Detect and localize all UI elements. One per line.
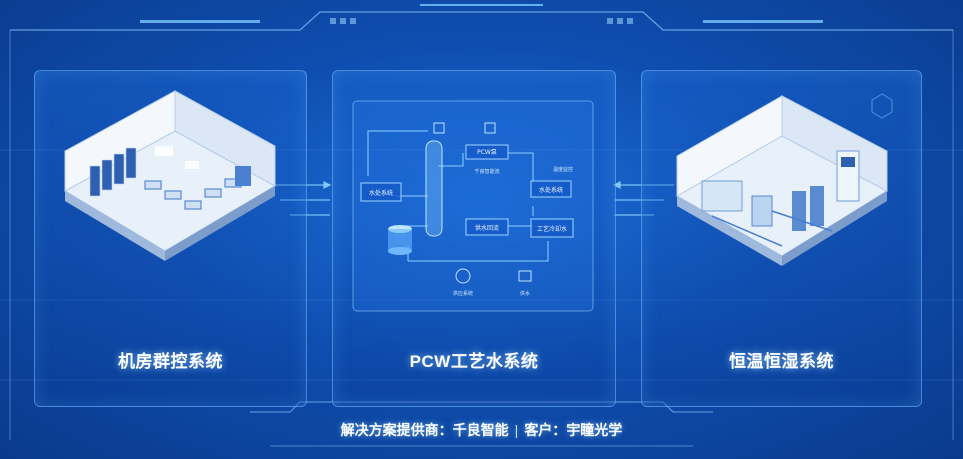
panel-machine-room-control: 机房群控系统 xyxy=(34,70,307,407)
svg-text:水处系统: 水处系统 xyxy=(539,186,563,194)
panel-constant-temp-humidity: 恒温恒湿系统 xyxy=(641,70,922,407)
footer-separator: | xyxy=(514,422,519,438)
panel-pcw-water-system: PCW泵 千良智能流 水处系统 供水回流 水处系统 工艺冷却水 xyxy=(332,70,616,407)
svg-text:供水: 供水 xyxy=(520,290,530,297)
svg-text:供应系统: 供应系统 xyxy=(453,290,473,297)
diagram-node-supply-system: 供应系统 xyxy=(453,268,473,297)
diagram-node-process-cooling: 工艺冷却水 xyxy=(530,218,574,238)
svg-text:水处系统: 水处系统 xyxy=(369,189,393,197)
svg-text:温度监控: 温度监控 xyxy=(553,166,573,173)
svg-text:供水回流: 供水回流 xyxy=(475,224,499,232)
diagram-node-temp-monitor: 温度监控 xyxy=(433,122,573,173)
svg-text:千良智能流: 千良智能流 xyxy=(474,168,499,175)
footer-credits: 解决方案提供商：千良智能 | 客户：宇瞳光学 xyxy=(0,420,963,440)
machine-room-illustration xyxy=(63,90,277,261)
panel-title-center: PCW工艺水系统 xyxy=(409,352,539,371)
svg-text:工艺冷却水: 工艺冷却水 xyxy=(537,225,567,233)
diagram-node-flow: 千良智能流 xyxy=(474,168,499,175)
panel-title-right: 恒温恒湿系统 xyxy=(729,352,834,371)
provider-name: 千良智能 xyxy=(452,422,509,438)
diagram-node-supply-return: 供水回流 xyxy=(465,218,509,236)
diagram-node-water-treatment: 水处系统 xyxy=(360,182,402,202)
svg-text:PCW泵: PCW泵 xyxy=(477,149,497,156)
provider-label: 解决方案提供商： xyxy=(340,422,453,438)
diagram-node-supply: 供水 xyxy=(518,270,532,297)
panel-title-left: 机房群控系统 xyxy=(118,352,223,371)
client-label: 客户： xyxy=(524,422,567,438)
diagram-node-water-system: 水处系统 xyxy=(530,180,572,198)
hvac-room-illustration xyxy=(675,95,889,266)
pcw-flow-diagram: PCW泵 千良智能流 水处系统 供水回流 水处系统 工艺冷却水 xyxy=(352,100,594,312)
diagram-node-pcw-pump: PCW泵 xyxy=(465,144,509,160)
client-name: 宇瞳光学 xyxy=(566,422,623,438)
